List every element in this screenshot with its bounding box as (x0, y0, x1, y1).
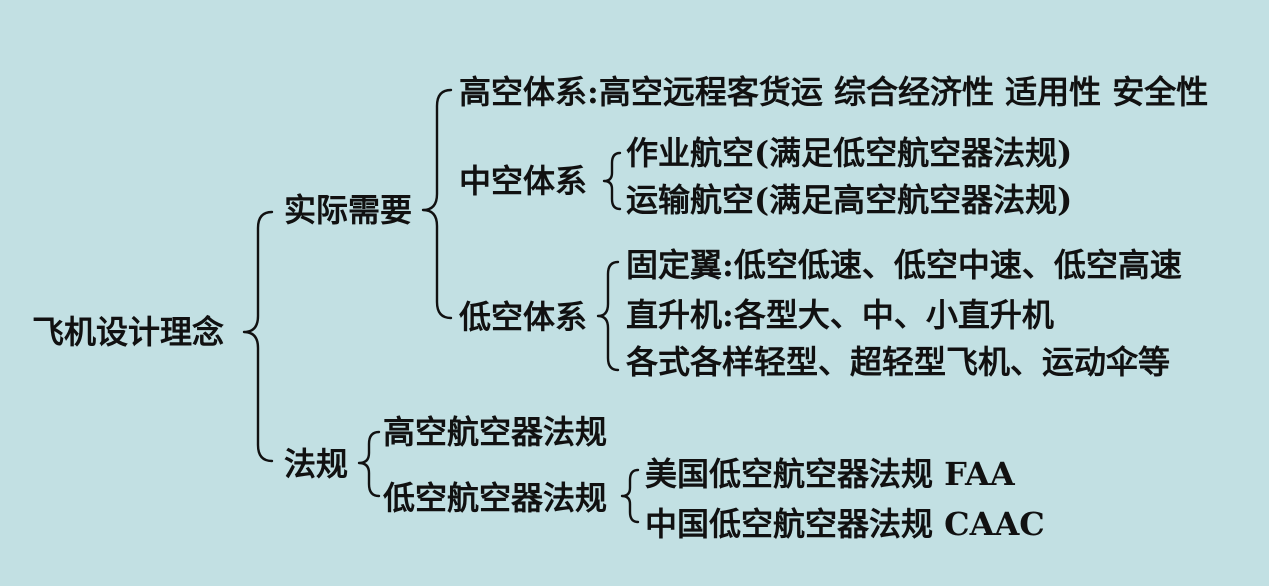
mid-item-operation: 作业航空(满足低空航空器法规) (626, 134, 1073, 172)
high-reg-node: 高空航空器法规 (383, 413, 608, 451)
mid-item-transport: 运输航空(满足高空航空器法规) (626, 181, 1073, 219)
low-item-fixed-wing: 固定翼:低空低速、低空中速、低空高速 (626, 246, 1182, 284)
high-system-label: 高空体系 (459, 73, 588, 111)
high-system-node: 高空体系:高空远程客货运 综合经济性 适用性 安全性 (459, 72, 1208, 112)
mid-system-node: 中空体系 (459, 162, 588, 200)
practical-brace (421, 88, 453, 320)
low-reg-brace (620, 468, 640, 524)
root-brace (242, 210, 274, 463)
high-system-detail: :高空远程客货运 综合经济性 适用性 安全性 (587, 73, 1209, 111)
root-node: 飞机设计理念 (32, 313, 225, 351)
regulations-node: 法规 (284, 445, 349, 483)
low-reg-node: 低空航空器法规 (383, 479, 608, 517)
low-reg-faa: 美国低空航空器法规 FAA (645, 455, 1015, 493)
low-system-node: 低空体系 (459, 298, 588, 336)
low-reg-caac: 中国低空航空器法规 CAAC (645, 505, 1045, 543)
mid-brace (602, 151, 622, 211)
regulations-brace (357, 430, 381, 498)
low-item-helicopter: 直升机:各型大、中、小直升机 (626, 296, 1054, 334)
low-brace (596, 260, 620, 372)
practical-node: 实际需要 (284, 191, 413, 229)
low-item-light-aircraft: 各式各样轻型、超轻型飞机、运动伞等 (626, 343, 1171, 381)
